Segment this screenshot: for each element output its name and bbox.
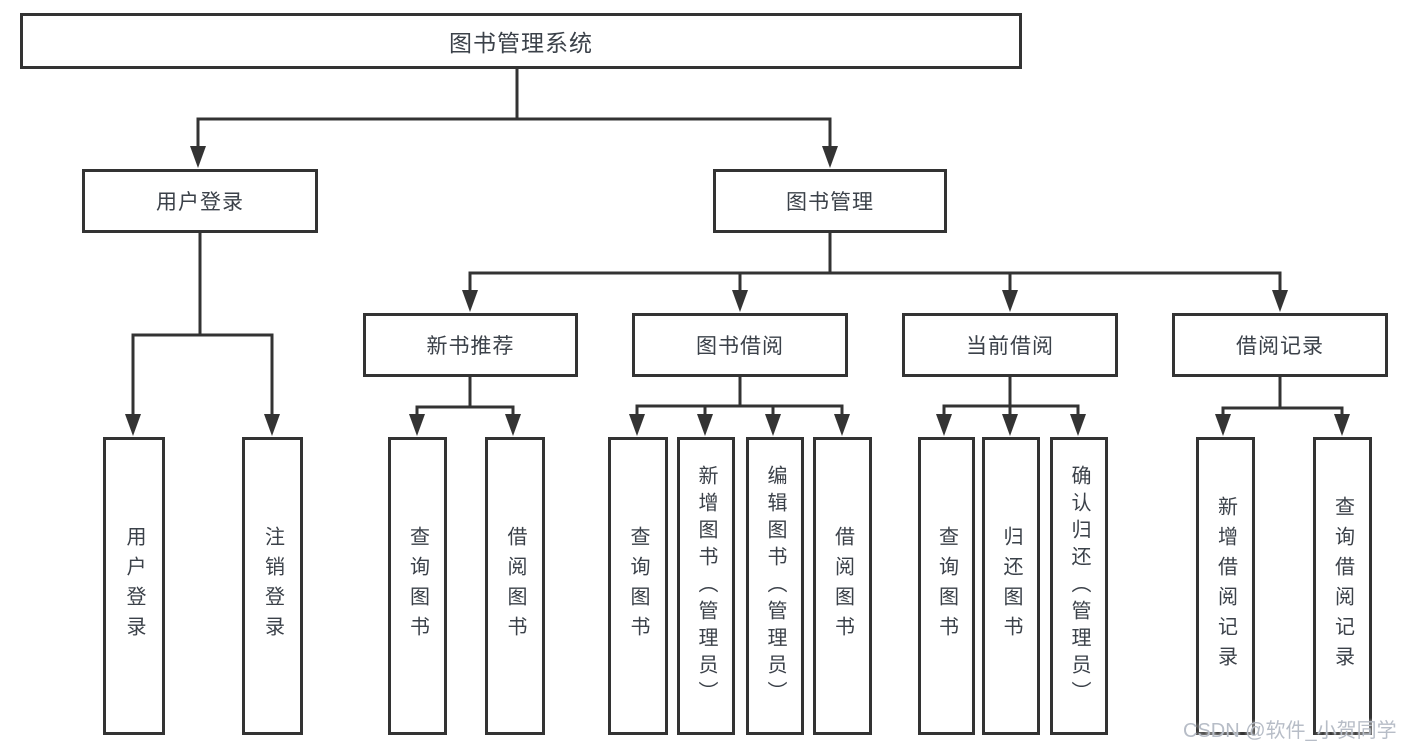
node-label: 借阅图书 xyxy=(831,526,854,646)
node-book-management: 图书管理 xyxy=(713,169,947,233)
node-label: 查询借阅记录 xyxy=(1331,496,1354,676)
node-borrow-books-rec: 借阅图书 xyxy=(485,437,545,735)
node-current-borrowing: 当前借阅 xyxy=(902,313,1118,377)
node-new-book-recommendation: 新书推荐 xyxy=(363,313,578,377)
node-label: 图书管理系统 xyxy=(449,30,593,56)
node-label: 借阅图书 xyxy=(504,526,526,646)
node-add-books-admin: 新增图书（管理员） xyxy=(677,437,735,735)
node-label: 用户登录 xyxy=(156,191,244,214)
node-label: 注销登录 xyxy=(261,526,284,646)
node-query-books-rec: 查询图书 xyxy=(388,437,447,735)
node-confirm-return-admin: 确认归还（管理员） xyxy=(1050,437,1108,735)
node-query-books-bb: 查询图书 xyxy=(608,437,668,735)
node-label: 新书推荐 xyxy=(426,335,515,358)
node-borrowing-records: 借阅记录 xyxy=(1172,313,1388,377)
node-label: 查询图书 xyxy=(627,526,649,646)
node-borrow-books-bb: 借阅图书 xyxy=(813,437,872,735)
csdn-watermark: CSDN @软件_小贺同学 xyxy=(1183,720,1397,742)
node-edit-books-admin: 编辑图书（管理员） xyxy=(746,437,804,735)
node-label: 查询图书 xyxy=(406,526,429,646)
node-book-borrowing: 图书借阅 xyxy=(632,313,848,377)
node-user-login: 用户登录 xyxy=(82,169,318,233)
node-label: 用户登录 xyxy=(123,526,145,646)
node-label: 查询图书 xyxy=(935,526,958,646)
node-label: 新增图书（管理员） xyxy=(695,464,717,708)
node-label: 图书借阅 xyxy=(696,335,784,358)
node-label: 图书管理 xyxy=(786,191,874,214)
node-query-books-cb: 查询图书 xyxy=(918,437,975,735)
node-query-borrow-record: 查询借阅记录 xyxy=(1313,437,1372,735)
node-library-management-system: 图书管理系统 xyxy=(20,13,1022,69)
node-label: 归还图书 xyxy=(1000,526,1022,646)
node-label: 编辑图书（管理员） xyxy=(764,464,786,708)
node-user-login-leaf: 用户登录 xyxy=(103,437,165,735)
node-return-books: 归还图书 xyxy=(982,437,1040,735)
node-label: 当前借阅 xyxy=(966,335,1054,358)
node-add-borrow-record: 新增借阅记录 xyxy=(1196,437,1255,735)
node-label: 借阅记录 xyxy=(1236,335,1324,358)
node-logout: 注销登录 xyxy=(242,437,303,735)
node-label: 新增借阅记录 xyxy=(1214,496,1237,676)
node-label: 确认归还（管理员） xyxy=(1068,464,1090,708)
